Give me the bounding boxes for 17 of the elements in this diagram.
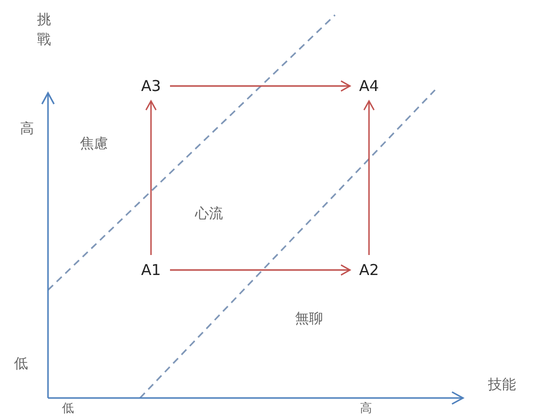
axis-title: 挑戰 [37,11,52,50]
region-label: 心流 [195,205,223,223]
scale-label: 低 [62,402,74,415]
state-label: A2 [356,261,382,279]
axis-title: 技能 [488,376,516,394]
state-label: A1 [138,261,164,279]
scale-label: 高 [20,120,34,138]
state-label: A3 [138,77,164,95]
arrow [170,264,351,276]
state-label: A4 [356,77,382,95]
arrow [145,100,157,255]
scale-label: 高 [360,402,372,415]
region-label: 無聊 [295,310,323,328]
region-label: 焦慮 [80,135,108,153]
arrow [170,80,351,92]
scale-label: 低 [14,355,28,373]
arrow [363,100,375,255]
